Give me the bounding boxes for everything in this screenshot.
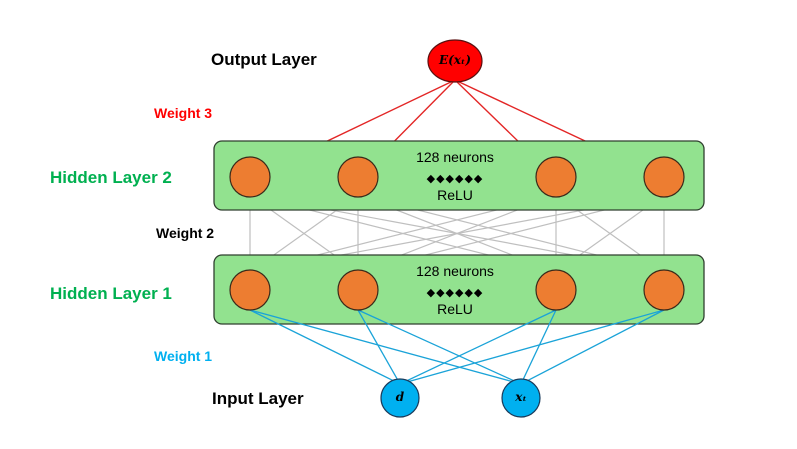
hidden-1-neuron-count: 128 neurons xyxy=(416,263,494,279)
hidden-1-neuron xyxy=(229,269,271,311)
output-neuron xyxy=(427,39,483,83)
hidden-2-neuron-count: 128 neurons xyxy=(416,149,494,165)
hidden-layer-1-label: Hidden Layer 1 xyxy=(50,284,172,303)
hidden-layer-2-label: Hidden Layer 2 xyxy=(50,168,172,187)
hidden-1-ellipsis: ◆◆◆◆◆◆ xyxy=(426,287,484,299)
hidden-2-ellipsis: ◆◆◆◆◆◆ xyxy=(426,173,484,185)
hidden-layer-2-box xyxy=(213,140,705,211)
weight-2-label: Weight 2 xyxy=(156,225,215,241)
weight-1-label: Weight 1 xyxy=(154,348,213,364)
output-layer-label: Output Layer xyxy=(211,50,317,69)
weight-1-connections xyxy=(249,309,665,385)
hidden-2-neuron xyxy=(229,156,271,198)
hidden-1-activation: ReLU xyxy=(437,301,473,317)
hidden-2-neuron xyxy=(337,156,379,198)
hidden-1-neuron xyxy=(643,269,685,311)
hidden-2-neuron xyxy=(643,156,685,198)
hidden-1-neuron xyxy=(535,269,577,311)
input-xt-label: xₜ xyxy=(515,390,527,404)
hidden-2-activation: ReLU xyxy=(437,187,473,203)
weight-3-label: Weight 3 xyxy=(154,105,213,121)
hidden-layer-1-neurons xyxy=(229,269,685,311)
input-neuron-xt xyxy=(501,378,541,418)
input-d-label: d xyxy=(395,390,405,404)
hidden-2-neuron xyxy=(535,156,577,198)
hidden-1-neuron xyxy=(337,269,379,311)
hidden-layer-2-neurons xyxy=(229,156,685,198)
input-neuron-d xyxy=(380,378,420,418)
input-layer-label: Input Layer xyxy=(212,389,304,408)
output-node-label: E(xₜ) xyxy=(438,53,472,67)
hidden-layer-1-box xyxy=(213,254,705,325)
